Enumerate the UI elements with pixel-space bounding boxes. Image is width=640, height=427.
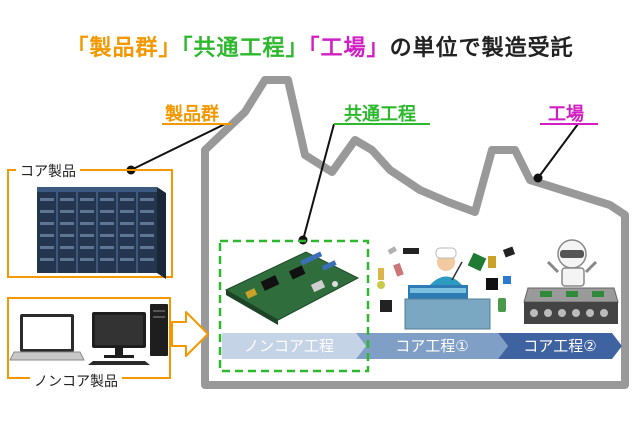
title-bracket-open: 「 — [66, 36, 90, 61]
title-bracket-open: 「 — [308, 36, 321, 61]
title-bracket-open: 「 — [181, 36, 194, 61]
dot-factory — [533, 173, 543, 183]
stage-chevron-3 — [498, 333, 622, 359]
diagram-title: 「製品群」「共通工程」「工場」の単位で製造受託 — [0, 30, 640, 62]
label-common-process: 共通工程 — [344, 104, 416, 125]
leader-common-process — [302, 123, 335, 241]
stage-chevron-1 — [222, 333, 366, 359]
server-rack-image — [37, 187, 166, 279]
stage-chevron-2 — [356, 333, 508, 359]
factory-outline — [201, 76, 629, 389]
circuit-board-image — [224, 251, 360, 325]
title-bracket-close: 」 — [158, 36, 182, 61]
stage-label-core-2: コア工程② — [523, 337, 597, 355]
title-factory: 工場 — [320, 36, 367, 61]
robot-image — [546, 239, 598, 287]
desktop-pc-image — [88, 304, 168, 365]
title-bracket-close: 」 — [285, 36, 309, 61]
label-core-product: コア製品 — [16, 161, 80, 181]
label-product-group: 製品群 — [165, 104, 219, 125]
title-product-group: 製品群 — [89, 36, 159, 61]
conveyor-image — [523, 287, 619, 324]
leader-product-group — [130, 123, 226, 171]
stage-label-core-1: コア工程① — [395, 337, 469, 355]
worker-image — [404, 247, 491, 330]
title-tail: の単位で製造受託 — [389, 36, 574, 61]
label-factory: 工場 — [548, 104, 584, 125]
laptop-image — [9, 314, 85, 361]
title-common-process: 共通工程 — [193, 36, 286, 61]
label-noncore-product: ノンコア製品 — [30, 371, 122, 391]
common-process-dashed-box — [218, 239, 370, 373]
title-bracket-close: 」 — [366, 36, 390, 61]
stage-label-noncore: ノンコア工程 — [243, 337, 334, 355]
electronic-components-image — [377, 246, 516, 312]
core-product-box — [7, 169, 173, 278]
arrow-to-factory — [171, 311, 209, 357]
leader-factory — [537, 123, 579, 179]
